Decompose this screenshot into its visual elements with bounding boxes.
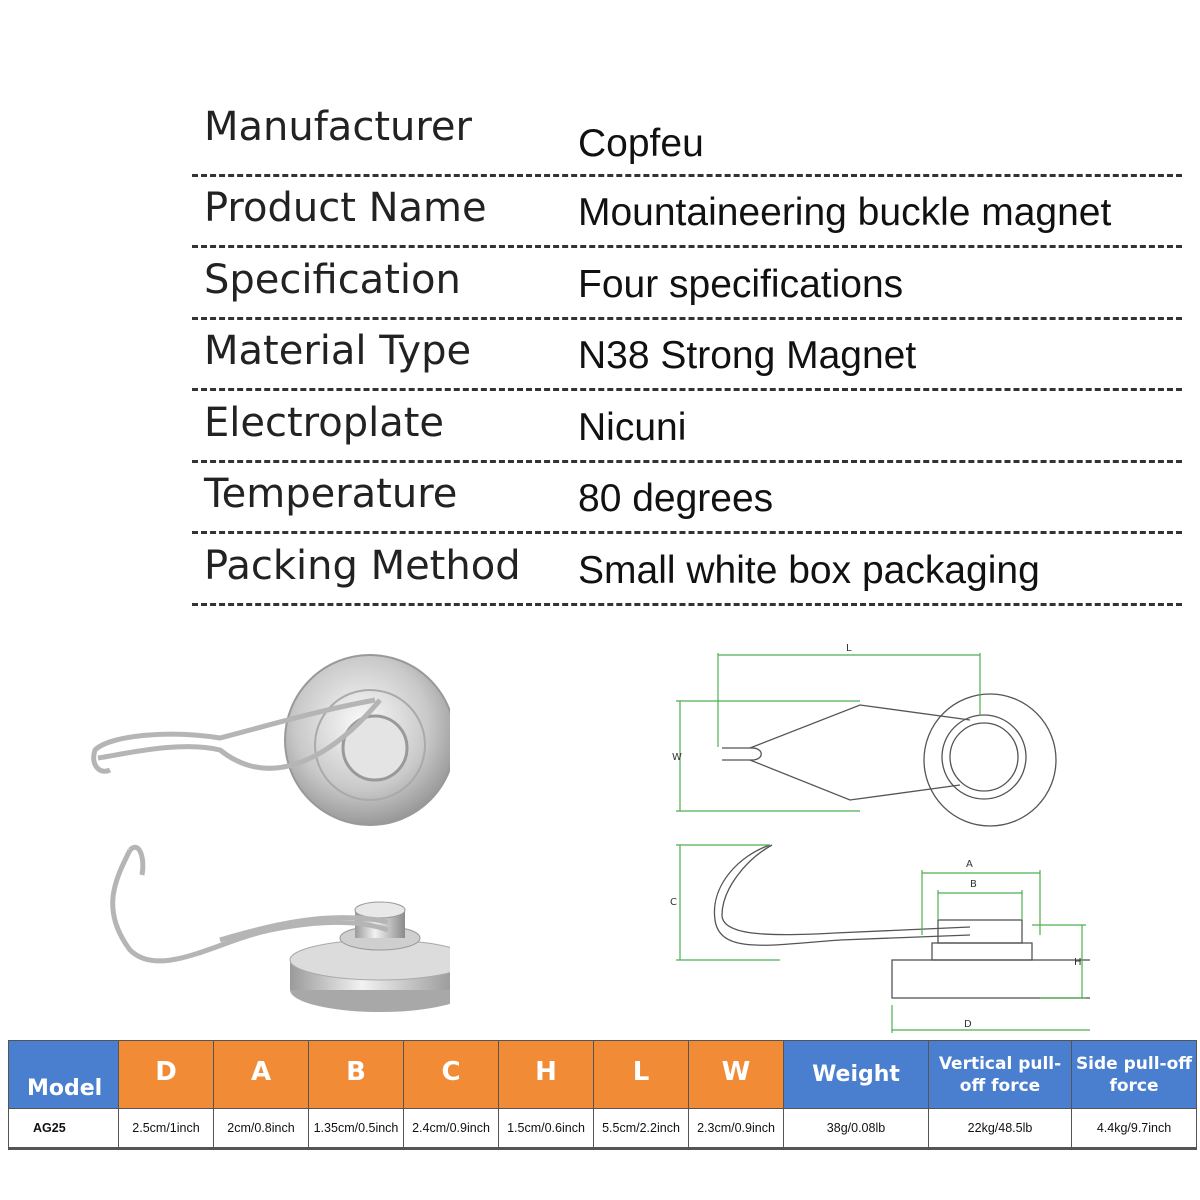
header-c: C <box>403 1040 499 1109</box>
header-h: H <box>498 1040 594 1109</box>
dimension-table: Model D A B C H L W Weight Vertical pull… <box>8 1040 1197 1150</box>
dimension-label-b: B <box>970 879 977 890</box>
cell-h: 1.5cm/0.6inch <box>498 1108 594 1150</box>
spec-value: Four specifications <box>578 262 904 306</box>
dimension-label-w: W <box>672 752 682 763</box>
dimension-lines-side <box>676 844 1090 1033</box>
top-view-drawing <box>722 693 1057 827</box>
header-a: A <box>213 1040 309 1109</box>
dimension-label-l: L <box>846 643 852 654</box>
spec-row-electroplate: Electroplate Nicuni <box>192 391 1182 463</box>
cell-weight: 38g/0.08lb <box>783 1108 929 1150</box>
spec-label: Packing Method <box>204 542 521 589</box>
cell-model: AG25 <box>8 1108 119 1150</box>
header-w: W <box>688 1040 784 1109</box>
spec-value: N38 Strong Magnet <box>578 334 917 377</box>
spec-label: Specification <box>204 256 461 303</box>
spec-value: Nicuni <box>578 405 687 449</box>
spec-row-manufacturer: Manufacturer Copfeu <box>192 103 1182 177</box>
cell-b: 1.35cm/0.5inch <box>308 1108 404 1150</box>
spec-value: Small white box packaging <box>578 548 1040 592</box>
spec-label: Product Name <box>204 185 487 231</box>
cell-l: 5.5cm/2.2inch <box>593 1108 689 1150</box>
spec-value: 80 degrees <box>578 477 774 520</box>
table-header-row: Model D A B C H L W Weight Vertical pull… <box>8 1040 1197 1109</box>
spec-list: Manufacturer Copfeu Product Name Mountai… <box>192 103 1182 606</box>
side-view-drawing <box>713 844 1090 999</box>
spec-row-specification: Specification Four specifications <box>192 248 1182 320</box>
header-d: D <box>118 1040 214 1109</box>
spec-label: Material Type <box>204 328 472 374</box>
dimension-label-a: A <box>966 859 973 870</box>
spec-row-temperature: Temperature 80 degrees <box>192 463 1182 534</box>
cell-w: 2.3cm/0.9inch <box>688 1108 784 1150</box>
product-photos <box>91 654 450 1012</box>
dimension-label-h: H <box>1074 957 1082 968</box>
spec-row-product-name: Product Name Mountaineering buckle magne… <box>192 177 1182 248</box>
cell-vertical-pull-off: 22kg/48.5lb <box>928 1108 1072 1150</box>
magnet-hook-top-photo <box>91 654 450 826</box>
cell-a: 2cm/0.8inch <box>213 1108 309 1150</box>
header-side-pull-off: Side pull-off force <box>1071 1040 1197 1109</box>
cell-side-pull-off: 4.4kg/9.7inch <box>1071 1108 1197 1150</box>
table-row: AG25 2.5cm/1inch 2cm/0.8inch 1.35cm/0.5i… <box>8 1108 1197 1150</box>
spec-label: Electroplate <box>204 399 445 446</box>
header-l: L <box>593 1040 689 1109</box>
header-weight: Weight <box>783 1040 929 1109</box>
cell-d: 2.5cm/1inch <box>118 1108 214 1150</box>
spec-row-packing-method: Packing Method Small white box packaging <box>192 534 1182 606</box>
spec-label: Manufacturer <box>204 103 472 150</box>
header-b: B <box>308 1040 404 1109</box>
dimension-label-d: D <box>964 1019 972 1030</box>
spec-row-material-type: Material Type N38 Strong Magnet <box>192 320 1182 391</box>
cell-c: 2.4cm/0.9inch <box>403 1108 499 1150</box>
header-vertical-pull-off: Vertical pull-off force <box>928 1040 1072 1109</box>
spec-value: Copfeu <box>578 121 704 165</box>
spec-label: Temperature <box>204 471 458 517</box>
header-model: Model <box>8 1040 119 1109</box>
dimension-label-c: C <box>670 897 677 908</box>
dimension-lines-top <box>676 653 981 812</box>
technical-drawings: L W C A B H D <box>670 643 1090 1033</box>
spec-value: Mountaineering buckle magnet <box>578 191 1112 234</box>
magnet-hook-bottom-photo <box>110 845 450 1012</box>
